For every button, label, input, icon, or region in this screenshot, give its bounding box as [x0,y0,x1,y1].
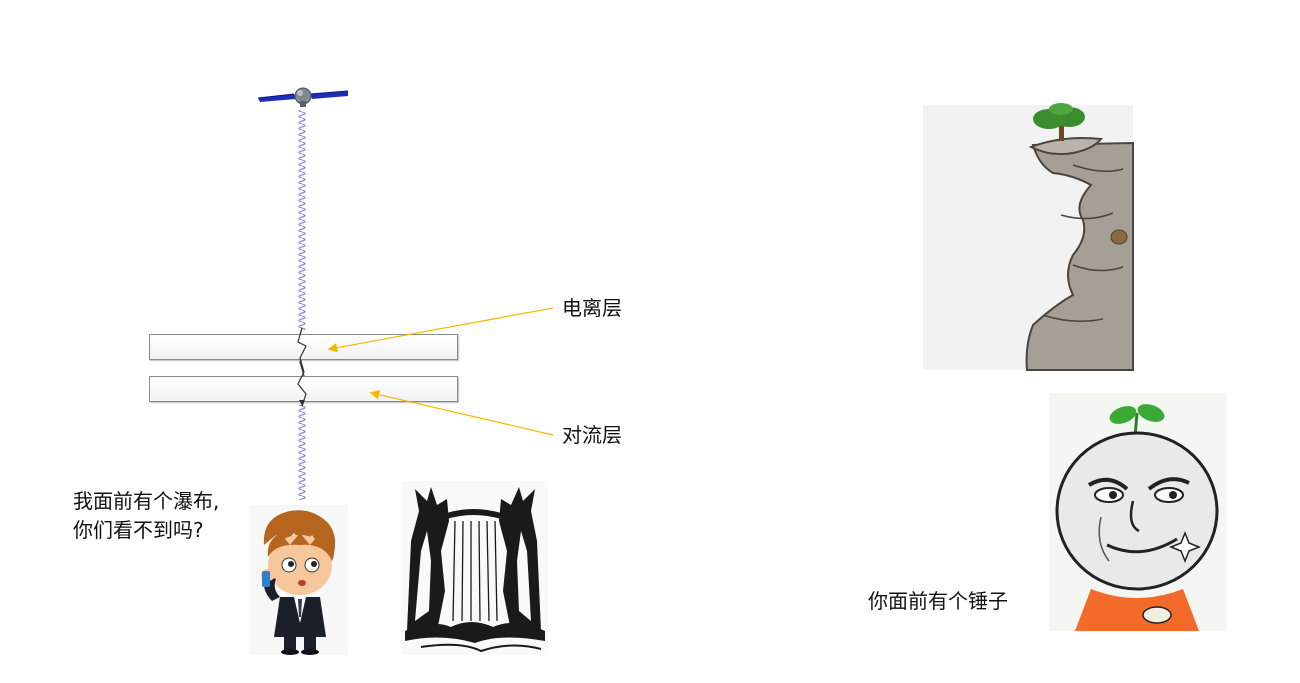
ionosphere-label: 电离层 [562,296,622,320]
person-speech-line1: 我面前有个瀑布, [73,489,220,513]
cliff-with-tree-icon [923,103,1134,371]
ionosphere-arrow [327,307,554,353]
troposphere-label: 对流层 [562,423,622,447]
businessman-on-phone-icon [250,505,348,655]
satellite-icon [257,87,349,107]
ionosphere-layer-box [149,334,458,360]
signal-zigzag [297,327,307,407]
troposphere-arrow [369,389,554,436]
waterfall-icon [401,481,548,655]
person-speech-line2: 你们看不到吗? [73,518,204,542]
meme-speech: 你面前有个锤子 [868,589,1008,613]
signal-wave [290,110,314,500]
meme-face-with-sprout-icon [1049,393,1227,631]
